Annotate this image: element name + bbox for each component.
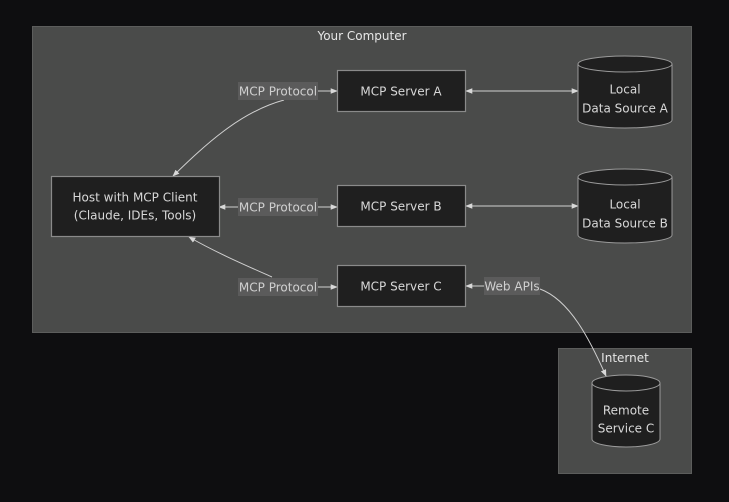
edge-label-web-apis: Web APIs bbox=[484, 280, 539, 294]
node-server-a-box[interactable] bbox=[336, 69, 467, 113]
cylinder-data-source-a-top bbox=[577, 63, 673, 73]
edge-label-bg bbox=[238, 198, 318, 216]
edge-label-mcp-protocol-c: MCP Protocol bbox=[239, 281, 317, 295]
node-data-source-b-line2: Data Source B bbox=[582, 217, 668, 231]
node-server-c-label: MCP Server C bbox=[360, 280, 441, 294]
node-server-a[interactable]: MCP Server A bbox=[336, 69, 467, 113]
edge-host-server-a[interactable]: MCP Protocol bbox=[172, 82, 338, 177]
node-data-source-b[interactable]: Local Data Source B bbox=[577, 168, 673, 244]
edge-host-server-c[interactable]: MCP Protocol bbox=[188, 236, 338, 296]
edge-host-server-c-curve[interactable] bbox=[188, 236, 273, 278]
cluster-internet-label: Internet bbox=[601, 351, 649, 365]
edge-server-c-remote-c[interactable]: Web APIs bbox=[465, 277, 607, 377]
node-server-b[interactable]: MCP Server B bbox=[336, 184, 467, 228]
node-host-line2: (Claude, IDEs, Tools) bbox=[74, 209, 196, 223]
edge-host-server-a-curve[interactable] bbox=[172, 99, 285, 177]
edge-host-server-b[interactable]: MCP Protocol bbox=[218, 198, 338, 216]
node-server-b-label: MCP Server B bbox=[360, 200, 441, 214]
cylinder-data-source-a-body[interactable] bbox=[577, 55, 673, 129]
edge-label-bg bbox=[238, 278, 318, 296]
node-server-a-label: MCP Server A bbox=[360, 85, 442, 99]
cylinder-remote-service-c-top bbox=[591, 382, 661, 392]
node-server-c-box[interactable] bbox=[336, 264, 467, 308]
cylinder-data-source-b-top bbox=[577, 176, 673, 186]
node-remote-service-c-line2: Service C bbox=[598, 422, 655, 436]
node-server-c[interactable]: MCP Server C bbox=[336, 264, 467, 308]
cluster-your-computer-label: Your Computer bbox=[316, 29, 406, 43]
node-host[interactable]: Host with MCP Client (Claude, IDEs, Tool… bbox=[50, 175, 221, 238]
edge-label-bg bbox=[484, 277, 540, 295]
edge-server-c-remote-c-curve[interactable] bbox=[539, 288, 607, 377]
node-host-line1: Host with MCP Client bbox=[73, 191, 198, 205]
node-server-b-box[interactable] bbox=[336, 184, 467, 228]
node-remote-service-c[interactable]: Remote Service C bbox=[591, 374, 661, 448]
node-data-source-a-line2: Data Source A bbox=[582, 102, 668, 116]
cylinder-remote-service-c-body[interactable] bbox=[591, 374, 661, 448]
cluster-internet-box bbox=[558, 348, 692, 474]
edge-label-mcp-protocol-b: MCP Protocol bbox=[239, 201, 317, 215]
node-data-source-a-line1: Local bbox=[609, 83, 640, 97]
cluster-internet: Internet bbox=[558, 348, 692, 474]
edge-label-bg bbox=[238, 82, 318, 100]
node-data-source-b-line1: Local bbox=[609, 198, 640, 212]
cylinder-data-source-b-body[interactable] bbox=[577, 168, 673, 244]
node-remote-service-c-line1: Remote bbox=[603, 404, 649, 418]
node-host-box[interactable] bbox=[50, 175, 221, 238]
node-data-source-a[interactable]: Local Data Source A bbox=[577, 55, 673, 129]
edge-label-mcp-protocol-a: MCP Protocol bbox=[239, 85, 317, 99]
